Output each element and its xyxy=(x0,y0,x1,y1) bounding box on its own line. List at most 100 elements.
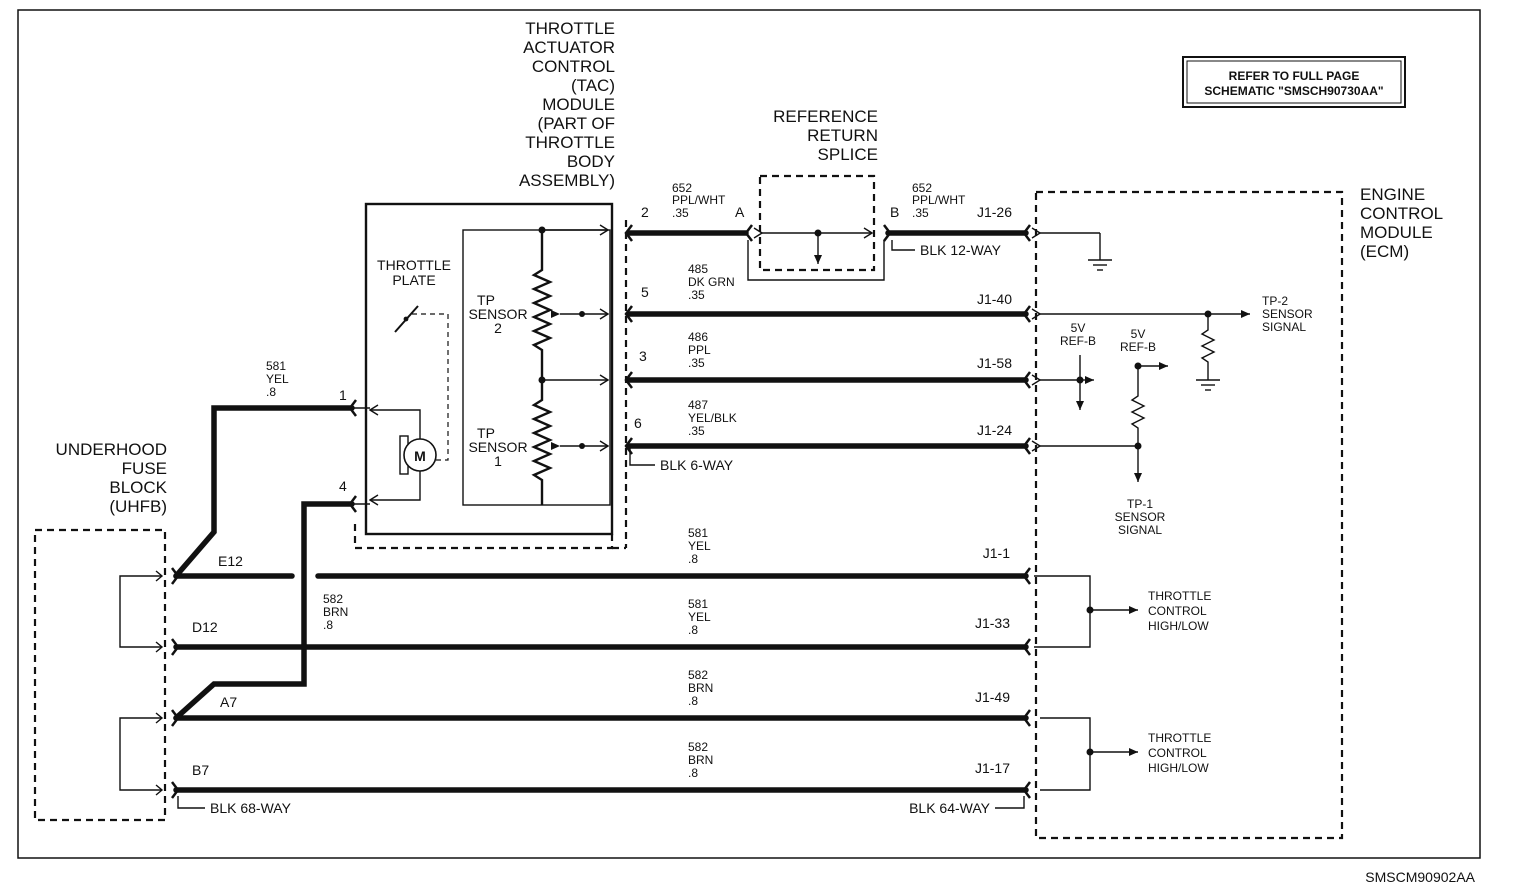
tp-sensor-2-label-3: 2 xyxy=(494,320,502,336)
figure-id: SMSCM90902AA xyxy=(1365,869,1475,885)
throttle-control-2-l1: THROTTLE xyxy=(1148,731,1211,745)
svg-text:CONTROL: CONTROL xyxy=(1360,204,1443,223)
wE12-pin-left: E12 xyxy=(218,553,243,569)
svg-text:(UHFB): (UHFB) xyxy=(109,497,167,516)
tp-sensor-1-resistor xyxy=(531,380,553,505)
throttle-plate-label-1: THROTTLE xyxy=(377,257,451,273)
svg-text:THROTTLE: THROTTLE xyxy=(525,133,615,152)
wB7-pin-left: B7 xyxy=(192,762,209,778)
tp1-signal-2: SENSOR xyxy=(1115,510,1166,524)
tac-pin-4: 4 xyxy=(339,478,347,494)
throttle-control-2-l3: HIGH/LOW xyxy=(1148,761,1209,775)
svg-text:MODULE: MODULE xyxy=(542,95,615,114)
tp2-signal-3: SIGNAL xyxy=(1262,320,1306,334)
wA7-pin: J1-49 xyxy=(975,689,1010,705)
wA7-color: BRN xyxy=(688,681,713,695)
ecm-connector-bottom: BLK 64-WAY xyxy=(909,800,991,816)
w487-color: YEL/BLK xyxy=(688,411,737,425)
w652a-circuit: 652 xyxy=(672,181,692,195)
tac-connector-pins xyxy=(348,224,892,513)
svg-text:M: M xyxy=(414,448,426,464)
svg-text:REFERENCE: REFERENCE xyxy=(773,107,878,126)
wD12-circuit: 581 xyxy=(688,597,708,611)
throttle-control-1-l3: HIGH/LOW xyxy=(1148,619,1209,633)
svg-text:THROTTLE: THROTTLE xyxy=(525,19,615,38)
tac-module-title: THROTTLE ACTUATOR CONTROL (TAC) MODULE (… xyxy=(519,19,615,190)
w581-tac-circuit: 581 xyxy=(266,359,286,373)
tac-pin-3: 3 xyxy=(639,348,647,364)
ecm-connector-top: BLK 12-WAY xyxy=(920,242,1002,258)
wA7-circuit: 582 xyxy=(688,668,708,682)
w487-circuit: 487 xyxy=(688,398,708,412)
throttle-control-1-l1: THROTTLE xyxy=(1148,589,1211,603)
svg-text:UNDERHOOD: UNDERHOOD xyxy=(56,440,167,459)
tp2-signal-1: TP-2 xyxy=(1262,294,1288,308)
w652a-size: .35 xyxy=(672,206,689,220)
wE12-circuit: 581 xyxy=(688,526,708,540)
svg-text:MODULE: MODULE xyxy=(1360,223,1433,242)
refer-note-box: REFER TO FULL PAGE SCHEMATIC "SMSCH90730… xyxy=(1182,56,1406,108)
tp-sensor-2-label-1: TP xyxy=(477,292,495,308)
tp-sensor-2-label-2: SENSOR xyxy=(468,306,527,322)
refer-line-2: SCHEMATIC "SMSCH90730AA" xyxy=(1204,84,1383,98)
w652a-color: PPL/WHT xyxy=(672,193,726,207)
w485-circuit: 485 xyxy=(688,262,708,276)
w486-color: PPL xyxy=(688,343,711,357)
tp2-signal-2: SENSOR xyxy=(1262,307,1313,321)
svg-text:BODY: BODY xyxy=(567,152,615,171)
tac-connector-label: BLK 6-WAY xyxy=(660,457,734,473)
tp-sensor-1-label-3: 1 xyxy=(494,453,502,469)
wE12-pin: J1-1 xyxy=(983,545,1010,561)
ecm-module: ENGINE CONTROL MODULE (ECM) TP-2 SENSOR … xyxy=(1034,185,1443,840)
svg-text:ENGINE: ENGINE xyxy=(1360,185,1425,204)
diagram-frame xyxy=(17,9,1481,859)
wD12-size: .8 xyxy=(688,623,698,637)
w582-tac-circuit: 582 xyxy=(323,592,343,606)
w652b-color: PPL/WHT xyxy=(912,193,966,207)
splice-pin-a: A xyxy=(735,204,745,220)
wA7-pin-left: A7 xyxy=(220,694,237,710)
throttle-plate-label-2: PLATE xyxy=(392,272,435,288)
w486-size: .35 xyxy=(688,356,705,370)
w486-circuit: 486 xyxy=(688,330,708,344)
w485-color: DK GRN xyxy=(688,275,735,289)
svg-text:(TAC): (TAC) xyxy=(571,76,615,95)
ref-b-1-label-1: 5V xyxy=(1071,321,1086,335)
tp-sensor-2-resistor xyxy=(531,230,553,380)
tac-pin-2: 2 xyxy=(641,204,649,220)
w582-tac-size: .8 xyxy=(323,618,333,632)
ecm-connector-pins xyxy=(1022,224,1031,799)
svg-text:CONTROL: CONTROL xyxy=(532,57,615,76)
wB7-size: .8 xyxy=(688,766,698,780)
tp1-signal-1: TP-1 xyxy=(1127,497,1153,511)
svg-text:FUSE: FUSE xyxy=(122,459,167,478)
w582-tac-color: BRN xyxy=(323,605,348,619)
w485-size: .35 xyxy=(688,288,705,302)
w581-tac-color: YEL xyxy=(266,372,289,386)
reference-return-splice: REFERENCE RETURN SPLICE A B xyxy=(735,107,899,281)
wB7-color: BRN xyxy=(688,753,713,767)
svg-text:ACTUATOR: ACTUATOR xyxy=(523,38,615,57)
tp-sensor-1-label-1: TP xyxy=(477,425,495,441)
svg-text:BLOCK: BLOCK xyxy=(109,478,167,497)
wB7-circuit: 582 xyxy=(688,740,708,754)
uhfb-connector-pins xyxy=(171,567,180,799)
throttle-control-2-l2: CONTROL xyxy=(1148,746,1207,760)
w486-pin: J1-58 xyxy=(977,355,1012,371)
wD12-pin: J1-33 xyxy=(975,615,1010,631)
svg-text:SPLICE: SPLICE xyxy=(818,145,878,164)
w487-size: .35 xyxy=(688,424,705,438)
tac-pin-6: 6 xyxy=(634,415,642,431)
uhfb-module: UNDERHOOD FUSE BLOCK (UHFB) xyxy=(33,440,168,822)
tac-module: THROTTLE PLATE M TP SENSOR 2 TP SENSOR 1 xyxy=(353,202,628,550)
svg-text:RETURN: RETURN xyxy=(807,126,878,145)
tp1-signal-3: SIGNAL xyxy=(1118,523,1162,537)
w487-pin: J1-24 xyxy=(977,422,1012,438)
w652b-circuit: 652 xyxy=(912,181,932,195)
w581-tac-size: .8 xyxy=(266,385,276,399)
ground-icon-2 xyxy=(1196,379,1220,391)
splice-pin-b: B xyxy=(890,204,899,220)
motor-icon: M xyxy=(399,435,437,475)
tac-pin-5: 5 xyxy=(641,284,649,300)
wE12-size: .8 xyxy=(688,552,698,566)
